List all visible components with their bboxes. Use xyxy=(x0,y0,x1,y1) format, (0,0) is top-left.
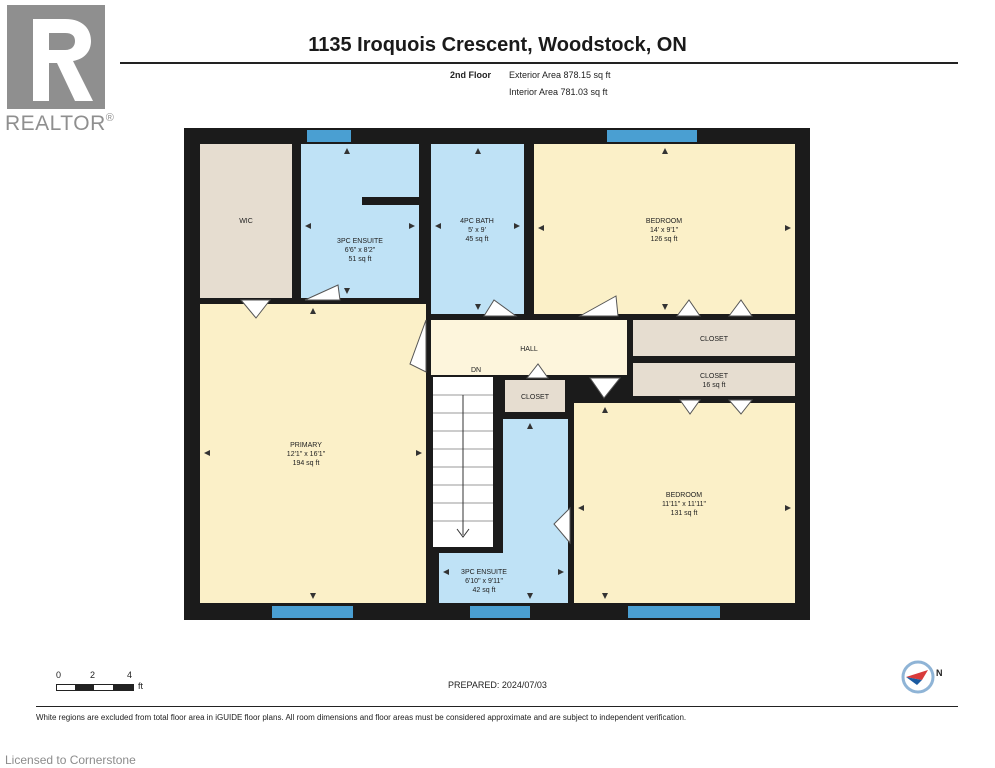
realtor-text: REALTOR xyxy=(5,112,106,135)
bedroom-bottom-label: BEDROOM xyxy=(666,492,702,499)
primary-label: PRIMARY xyxy=(290,442,322,449)
bath-dims: 5' x 9' xyxy=(468,227,486,234)
primary-area: 194 sq ft xyxy=(293,460,320,467)
realtor-r-logo-icon xyxy=(7,5,105,109)
interior-area: Interior Area 781.03 sq ft xyxy=(509,87,608,97)
primary-room xyxy=(200,304,426,603)
dimension-arrows xyxy=(204,148,791,599)
realtor-logo: REALTOR® xyxy=(5,5,114,136)
ensuite-bottom-area: 42 sq ft xyxy=(473,587,496,594)
compass-north-label: N xyxy=(936,668,943,678)
scale-bar-frame xyxy=(56,684,134,691)
primary-dims: 12'1" x 16'1" xyxy=(287,451,326,458)
bedroom-bottom-dims: 11'11" x 11'11" xyxy=(662,501,707,508)
compass: N xyxy=(900,658,950,698)
hall-label: HALL xyxy=(520,346,538,353)
compass-icon xyxy=(901,660,935,694)
wic-label: WIC xyxy=(239,218,253,225)
closet-right-top-label: CLOSET xyxy=(700,336,729,343)
closet-right-mid-room xyxy=(633,363,795,396)
registered-mark: ® xyxy=(105,112,115,124)
bath-label: 4PC BATH xyxy=(460,218,494,225)
scale-label-4: 4 xyxy=(127,670,133,680)
bedroom-top-area: 126 sq ft xyxy=(651,236,678,243)
scale-unit: ft xyxy=(138,681,144,691)
stairs-dn-label: DN xyxy=(471,367,481,374)
closet-right-mid-area: 16 sq ft xyxy=(703,382,726,389)
stair-direction-arrow xyxy=(456,395,470,538)
ensuite-top-area: 51 sq ft xyxy=(349,256,372,263)
ensuite-bottom-label: 3PC ENSUITE xyxy=(461,569,507,576)
property-address-title: 1135 Iroquois Crescent, Woodstock, ON xyxy=(308,34,687,56)
closet-small-room xyxy=(505,380,565,412)
ensuite-partition xyxy=(362,197,420,205)
closet-small-label: CLOSET xyxy=(521,394,550,401)
wic-room xyxy=(200,144,292,298)
hall-room xyxy=(431,320,627,375)
prepared-date: PREPARED: 2024/07/03 xyxy=(448,680,547,690)
scale-bar: 0 2 4 ft xyxy=(56,670,176,700)
disclaimer-text: White regions are excluded from total fl… xyxy=(36,713,687,722)
title-rule xyxy=(120,62,958,64)
floor-name: 2nd Floor xyxy=(450,70,491,80)
licensed-to-label: Licensed to Cornerstone xyxy=(5,753,136,767)
ensuite-bottom-dims: 6'10" x 9'11" xyxy=(465,578,503,585)
bath-area: 45 sq ft xyxy=(466,236,489,243)
bedroom-bottom-area: 131 sq ft xyxy=(671,510,698,517)
doors xyxy=(239,284,754,545)
windows xyxy=(272,130,720,618)
scale-label-0: 0 xyxy=(56,670,62,680)
exterior-area: Exterior Area 878.15 sq ft xyxy=(509,70,611,80)
bedroom-top-label: BEDROOM xyxy=(646,218,682,225)
ensuite-top-room xyxy=(301,144,419,298)
ensuite-bottom-room xyxy=(439,553,568,603)
bedroom-top-dims: 14' x 9'1" xyxy=(650,227,679,234)
scale-bar-seg xyxy=(113,685,133,690)
footer-rule xyxy=(36,706,958,707)
ensuite-top-label: 3PC ENSUITE xyxy=(337,238,383,245)
bedroom-top-room xyxy=(534,144,795,314)
bath-room xyxy=(431,144,524,314)
ensuite-top-dims: 6'6" x 8'2" xyxy=(345,247,376,254)
closet-right-top-room xyxy=(633,320,795,356)
scale-label-2: 2 xyxy=(90,670,96,680)
closet-right-mid-label: CLOSET xyxy=(700,373,729,380)
scale-bar-seg xyxy=(75,685,94,690)
bedroom-bottom-room xyxy=(574,403,795,603)
realtor-wordmark: REALTOR® xyxy=(5,112,114,136)
